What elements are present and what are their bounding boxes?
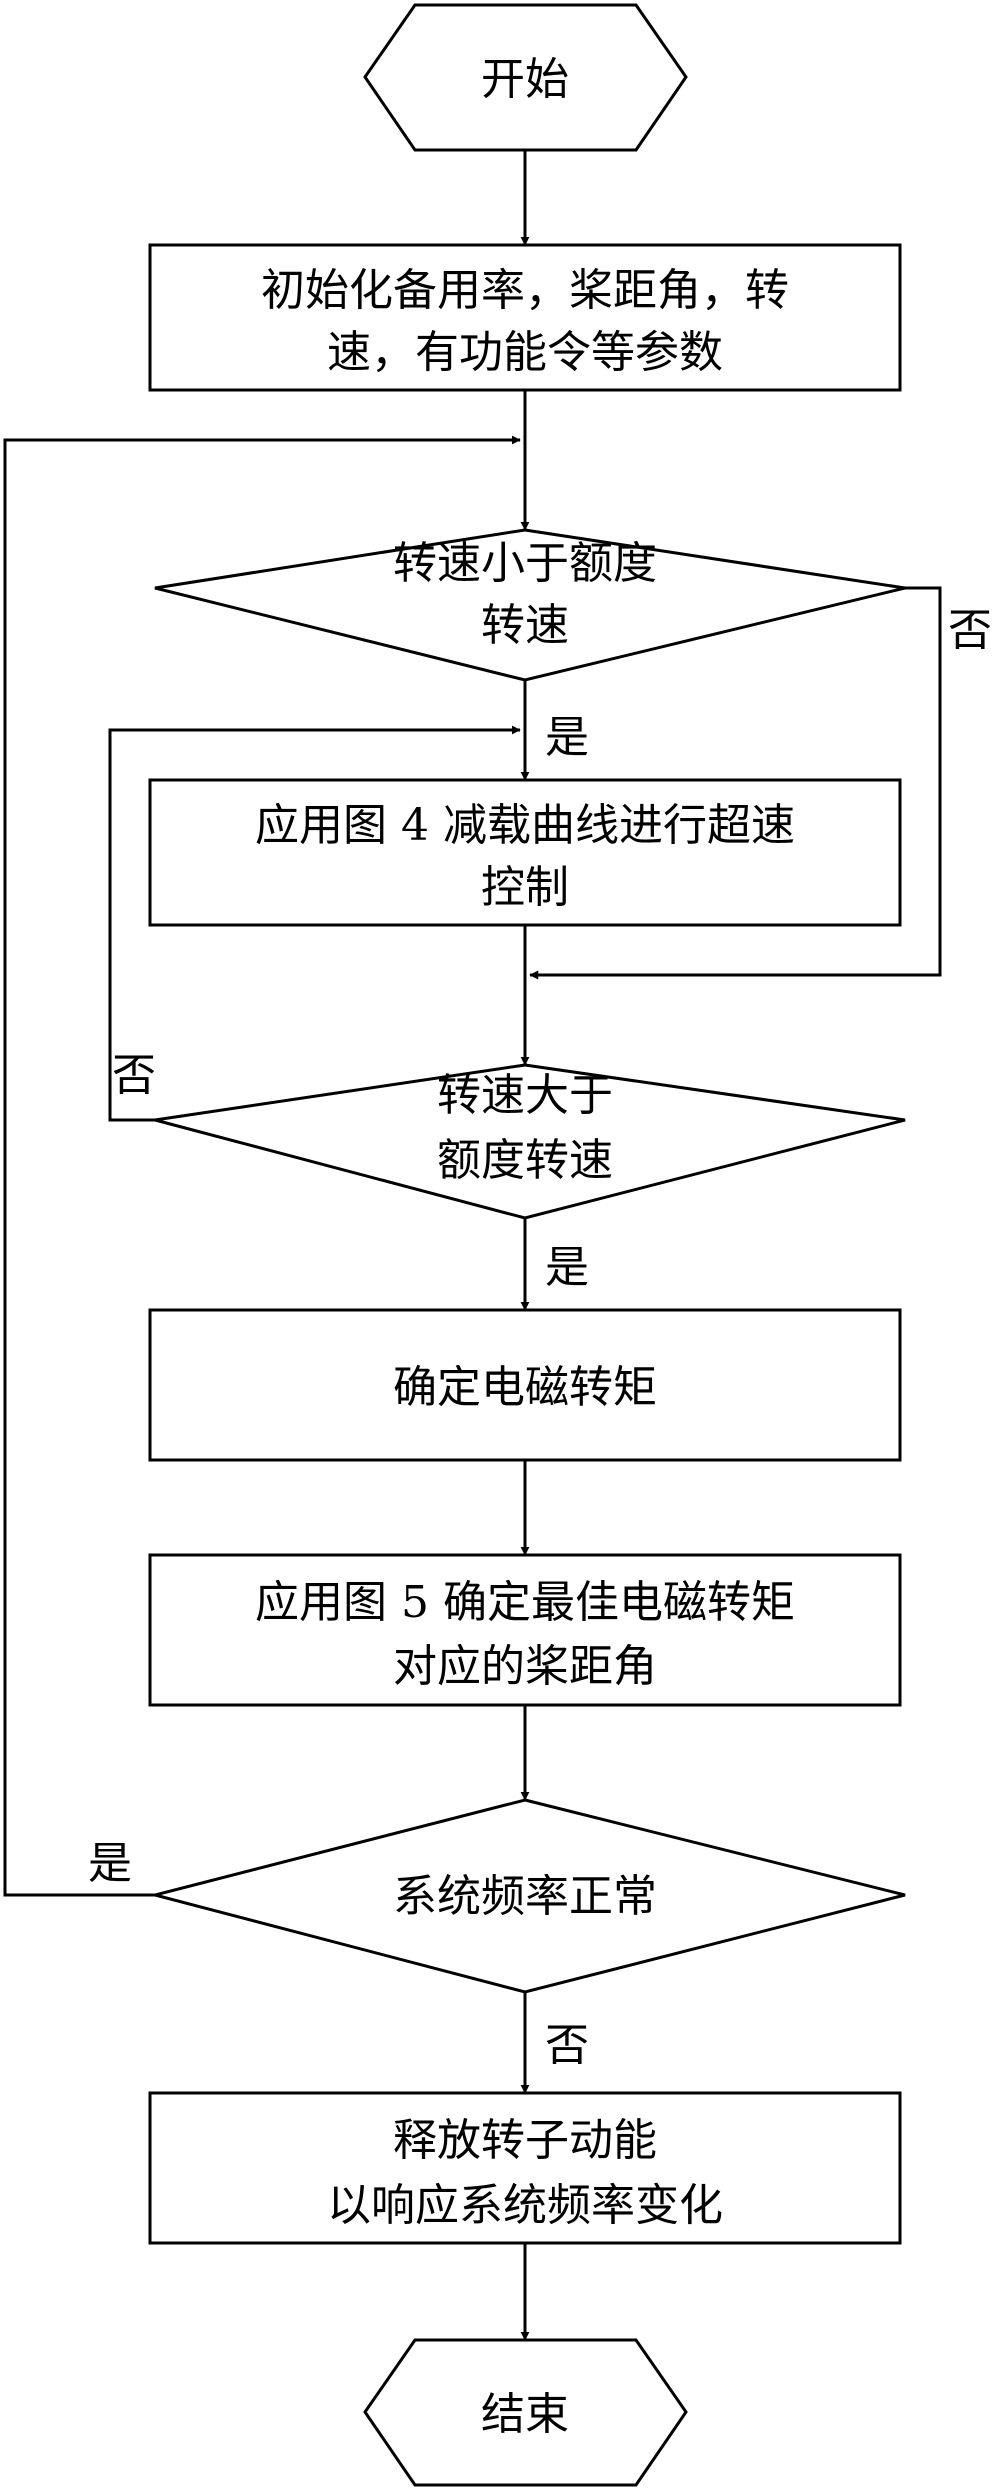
pitch-text-line2: 对应的桨距角 [393,1641,657,1692]
release-text-line2: 以响应系统频率变化 [327,2180,723,2231]
decision2-no-label: 否 [112,1050,156,1101]
decision2-text-line1: 转速大于 [437,1070,613,1121]
decision2-text-line2: 额度转速 [437,1135,613,1186]
torque-box [148,1308,902,1462]
decision3-text: 系统频率正常 [393,1871,657,1922]
decision1-no-label: 否 [948,605,992,656]
end-label: 结束 [481,2389,569,2440]
release-text-line1: 释放转子动能 [393,2115,657,2166]
release-box [148,2091,902,2245]
torque-text: 确定电磁转矩 [393,1362,657,1413]
overspeed-text-line2: 控制 [481,862,569,913]
decision1-text-line2: 转速 [481,600,569,651]
decision1-no-path [529,586,942,980]
decision1-text-line1: 转速小于额度 [393,538,657,589]
decision3-no-label: 否 [545,2020,589,2071]
pitch-text-line1: 应用图 5 确定最佳电磁转矩 [255,1577,795,1628]
start-label: 开始 [481,54,569,105]
start-terminal [363,3,688,152]
pitch-box [148,1553,902,1707]
init-box [148,243,902,392]
overspeed-text-line1: 应用图 4 减载曲线进行超速 [255,800,795,851]
end-terminal [363,2338,688,2487]
init-text-line1: 初始化备用率，桨距角，转 [261,265,789,316]
decision3-yes-path [3,435,521,1897]
init-text-line2: 速，有功能令等参数 [327,327,723,378]
decision3-yes-label: 是 [88,1838,132,1889]
overspeed-box [148,778,902,927]
decision2-yes-label: 是 [545,1242,589,1293]
decision1-yes-label: 是 [545,712,589,763]
decision2-no-path [108,725,521,1122]
